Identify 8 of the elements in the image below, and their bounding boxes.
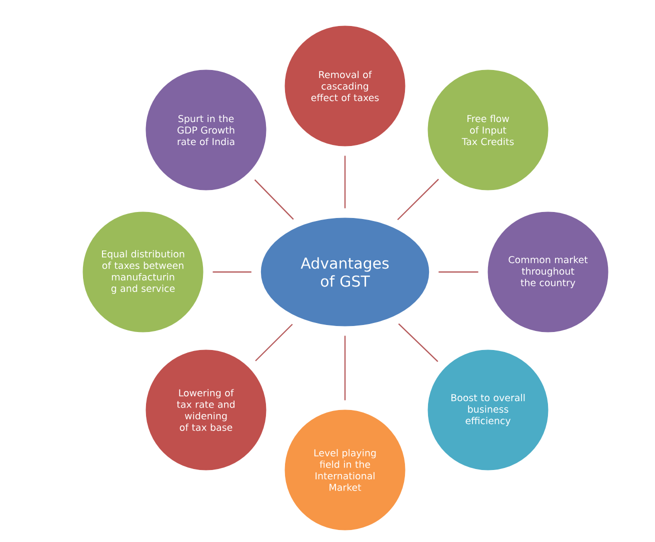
connector-line bbox=[438, 271, 478, 273]
connector-line bbox=[344, 156, 346, 208]
connector-line bbox=[398, 323, 438, 362]
connector-line bbox=[397, 178, 439, 220]
connector-line bbox=[344, 336, 346, 400]
connector-line bbox=[255, 324, 293, 362]
connector-line bbox=[212, 271, 252, 273]
connector-line bbox=[254, 179, 294, 220]
